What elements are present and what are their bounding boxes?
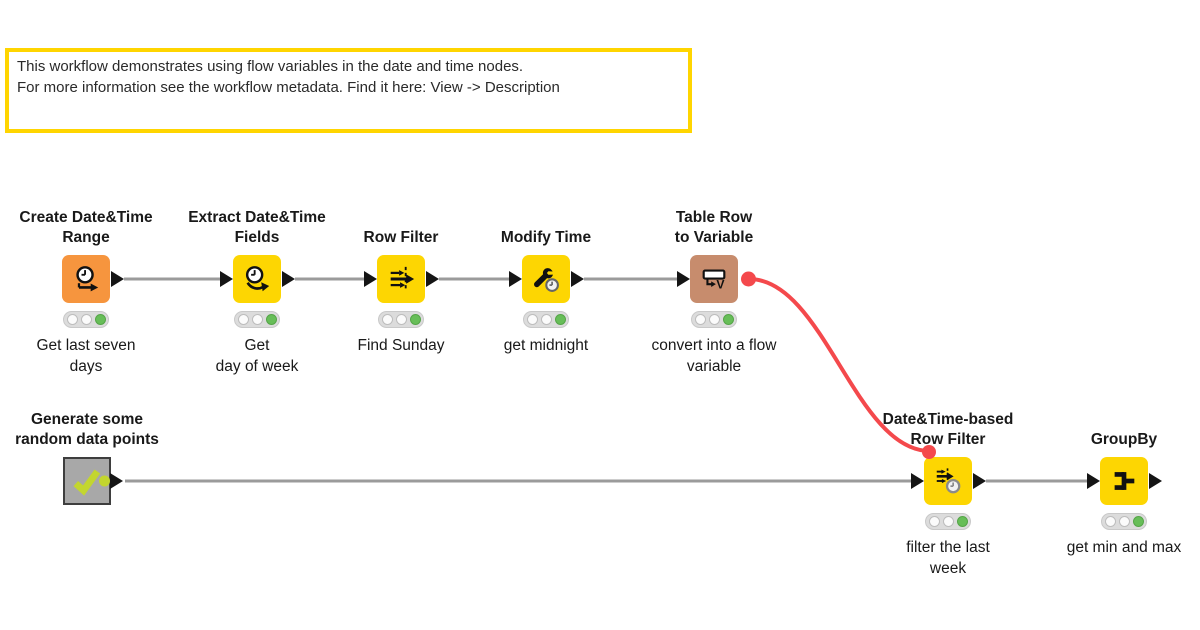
input-port[interactable] [509,271,522,287]
node-row-filter: Row Filter Find Sunday [313,201,489,356]
node-body-datetime-row-filter[interactable] [911,445,986,505]
input-port[interactable] [220,271,233,287]
input-port[interactable] [677,271,690,287]
filter-arrows-icon [390,266,415,292]
status-dot-green [94,314,106,325]
status-traffic-light [378,311,424,328]
status-dot-yellow [80,314,92,325]
output-port[interactable] [110,473,123,489]
node-title: GroupBy [1090,431,1158,448]
node-title: Create Date&Time Range [19,209,153,246]
status-dot-green [722,314,734,325]
node-label: Get day of week [215,337,299,375]
input-port[interactable] [364,271,377,287]
node-label: get midnight [503,337,589,354]
status-traffic-light [234,311,280,328]
output-port[interactable] [1149,473,1162,489]
node-body-generate-random-data[interactable] [63,457,123,505]
node-title: Date&Time-based Row Filter [882,411,1014,448]
status-dot-red [1104,516,1116,527]
status-dot-green [265,314,277,325]
status-dot-green [1132,516,1144,527]
status-traffic-light [1101,513,1147,530]
node-title: Extract Date&Time Fields [188,209,326,246]
clock-curved-arrow-icon [245,266,270,292]
status-dot-yellow [1118,516,1130,527]
node-body-modify-time[interactable] [509,255,584,303]
node-extract-datetime-fields: Extract Date&Time Fields Get day of week [169,201,345,377]
node-label: Get last seven days [36,337,136,375]
status-dot-yellow [708,314,720,325]
flow-variable-output-port[interactable] [741,271,756,287]
node-label: convert into a flow variable [651,337,777,375]
node-body-table-row-to-variable[interactable]: V [677,255,756,303]
status-dot-green [409,314,421,325]
node-table-row-to-variable: Table Row to Variable V convert into a f… [626,201,802,377]
node-groupby: GroupBy get min and max [1036,403,1200,558]
flow-variable-input-port[interactable] [922,445,936,459]
input-port[interactable] [911,473,924,489]
node-title: Generate some random data points [15,411,159,448]
row-to-variable-icon: V [702,269,726,291]
metanode-port-dot [99,475,110,487]
node-body-row-filter[interactable] [364,255,439,303]
svg-text:V: V [716,277,725,291]
status-dot-yellow [942,516,954,527]
node-datetime-row-filter: Date&Time-based Row Filter fil [860,403,1036,579]
node-label: get min and max [1066,539,1182,556]
node-create-datetime-range: Create Date&Time Range Get last seven da… [0,201,174,377]
checkmark-icon [73,469,101,496]
status-traffic-light [523,311,569,328]
status-traffic-light [63,311,109,328]
input-port[interactable] [1087,473,1100,489]
node-modify-time: Modify Time get midnight [458,201,634,356]
node-body-groupby[interactable] [1087,457,1162,505]
wrench-clock-icon [534,268,559,292]
node-body-create-datetime-range[interactable] [62,255,124,303]
node-title: Table Row to Variable [674,209,754,246]
node-body-extract-datetime-fields[interactable] [220,255,295,303]
output-port[interactable] [111,271,124,287]
filter-arrows-clock-icon [936,468,961,494]
status-dot-green [554,314,566,325]
status-traffic-light [925,513,971,530]
status-dot-yellow [251,314,263,325]
status-dot-yellow [540,314,552,325]
status-dot-red [694,314,706,325]
node-title: Row Filter [363,229,439,246]
group-merge-icon [1114,472,1135,490]
status-dot-red [526,314,538,325]
status-dot-red [66,314,78,325]
node-label: Find Sunday [357,337,445,354]
status-dot-yellow [395,314,407,325]
status-dot-green [956,516,968,527]
output-port[interactable] [571,271,584,287]
status-traffic-light [691,311,737,328]
workflow-annotation[interactable]: This workflow demonstrates using flow va… [5,48,692,133]
node-generate-random-data: Generate some random data points [0,403,175,505]
node-title: Modify Time [500,229,592,246]
output-port[interactable] [973,473,986,489]
node-label: filter the last week [906,539,990,577]
clock-right-arrow-icon [76,266,99,292]
status-dot-red [237,314,249,325]
status-dot-red [928,516,940,527]
output-port[interactable] [282,271,295,287]
output-port[interactable] [426,271,439,287]
status-dot-red [381,314,393,325]
